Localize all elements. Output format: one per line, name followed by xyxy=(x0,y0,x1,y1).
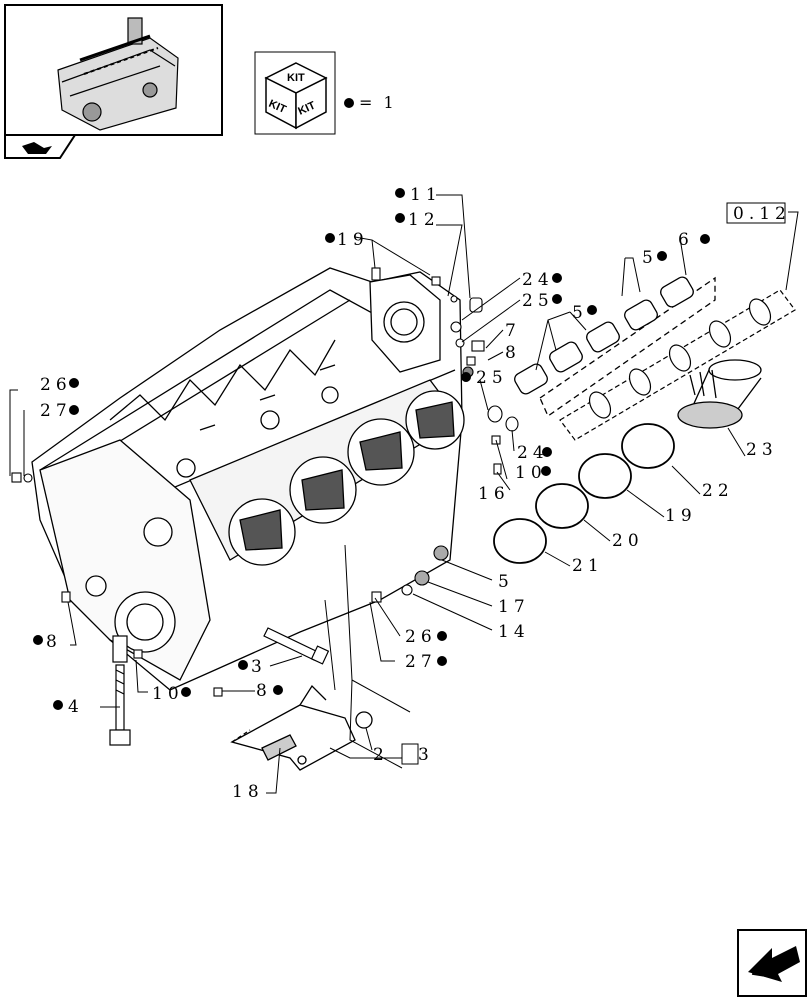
short-bolt xyxy=(263,627,330,665)
camshaft xyxy=(559,289,796,441)
reference-box-3[interactable]: 3 xyxy=(401,743,434,765)
kit-legend: KIT KIT KIT = 1 xyxy=(254,51,397,135)
kit-dot xyxy=(542,447,552,457)
callout-11: 11 xyxy=(410,185,442,205)
cam-bushings xyxy=(514,276,716,417)
callout-19: 19 xyxy=(337,230,369,250)
callout-24-b: 24 xyxy=(517,443,549,463)
kit-dot xyxy=(395,213,405,223)
engine-thumbnail-icon xyxy=(57,17,179,131)
callout-7: 7 xyxy=(505,321,521,341)
callout-19-b: 19 xyxy=(665,506,697,526)
kit-dot xyxy=(461,372,471,382)
kit-dot xyxy=(238,660,248,670)
flag-icon xyxy=(22,142,52,154)
kit-dot xyxy=(69,405,79,415)
callout-16: 16 xyxy=(478,484,510,504)
callout-5-b: 5 xyxy=(642,248,658,268)
callout-3: 3 xyxy=(251,657,267,677)
callout-5: 5 xyxy=(572,303,588,323)
kit-dot xyxy=(395,188,405,198)
kit-dot xyxy=(325,233,335,243)
reference-label-3: 3 xyxy=(418,745,434,765)
callout-21: 21 xyxy=(572,556,604,576)
reference-label-012: 0.12 xyxy=(733,204,791,224)
callout-4: 4 xyxy=(68,697,84,717)
callout-8-c: 8 xyxy=(256,681,272,701)
pipe-assembly xyxy=(230,684,373,771)
kit-dot xyxy=(657,251,667,261)
kit-box-icon: KIT KIT KIT xyxy=(264,62,328,130)
callout-27: 27 xyxy=(405,652,437,672)
callout-22: 22 xyxy=(702,481,734,501)
callout-5-c: 5 xyxy=(498,572,514,592)
engine-block xyxy=(31,267,465,691)
kit-dot xyxy=(69,378,79,388)
reference-box-012[interactable]: 0.12 xyxy=(726,202,791,224)
callout-26-b: 26 xyxy=(40,375,72,395)
callout-20: 20 xyxy=(612,531,644,551)
callout-26: 26 xyxy=(405,627,437,647)
kit-label-top: KIT xyxy=(287,72,305,84)
callout-14: 14 xyxy=(498,622,530,642)
kit-bullet-dot xyxy=(344,98,354,108)
leader-lines xyxy=(9,194,799,794)
callout-23: 23 xyxy=(746,440,778,460)
kit-dot xyxy=(541,466,551,476)
kit-dot xyxy=(437,656,447,666)
kit-dot xyxy=(33,635,43,645)
kit-dot xyxy=(181,687,191,697)
callout-27-b: 27 xyxy=(40,401,72,421)
callout-8: 8 xyxy=(505,343,521,363)
kit-dot xyxy=(552,294,562,304)
callout-24: 24 xyxy=(522,270,554,290)
callout-25-b: 25 xyxy=(476,368,508,388)
callout-10-b: 10 xyxy=(152,684,184,704)
kit-equals-text: = 1 xyxy=(359,93,397,112)
callout-labels: 11 12 19 24 25 7 8 25 5 5 6 24 10 16 23 … xyxy=(33,185,778,802)
small-parts xyxy=(11,267,519,697)
kit-dot xyxy=(587,305,597,315)
kit-dot xyxy=(273,685,283,695)
kit-dot xyxy=(437,631,447,641)
callout-8-b: 8 xyxy=(46,632,62,652)
callout-2: 2 xyxy=(373,745,389,765)
kit-dot xyxy=(552,273,562,283)
seal-rings xyxy=(493,423,675,564)
callout-25: 25 xyxy=(522,291,554,311)
cylinder-liner xyxy=(677,359,762,429)
nav-arrow-icon[interactable] xyxy=(737,929,807,997)
long-bolt xyxy=(109,635,131,746)
thumbnail-panel[interactable] xyxy=(4,4,223,159)
callout-12: 12 xyxy=(408,210,440,230)
kit-dot xyxy=(700,234,710,244)
kit-dot xyxy=(53,700,63,710)
callout-6: 6 xyxy=(678,230,694,250)
callout-17: 17 xyxy=(498,597,530,617)
callout-10: 10 xyxy=(515,463,547,483)
callout-18: 18 xyxy=(232,782,264,802)
